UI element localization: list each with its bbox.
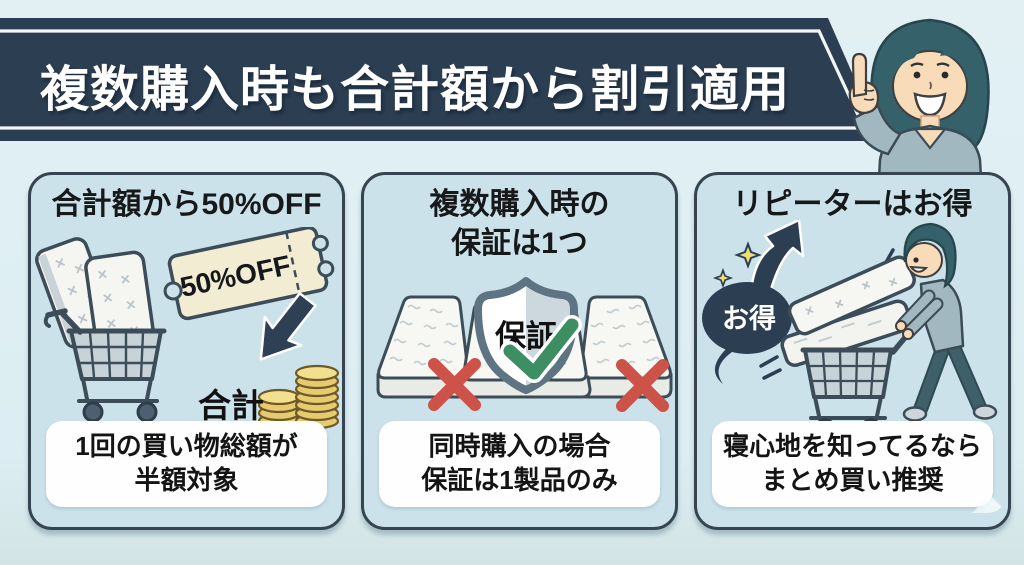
x-icon (428, 358, 481, 411)
panel-repeater: リピーターはお得 お得 (694, 172, 1011, 530)
shopper-illustration (895, 222, 998, 422)
panel2-header: 複数購入時の 保証は1つ (429, 188, 610, 260)
raised-arm (848, 52, 902, 156)
face (892, 34, 969, 122)
coupon-icon: 50%OFF (163, 227, 335, 321)
panel-warranty: 複数購入時の 保証は1つ (361, 172, 678, 530)
panel2-caption: 同時購入の場合 保証は1製品のみ (379, 421, 660, 507)
panel1-header: 合計額から50%OFF (51, 188, 322, 221)
panel2-art: 保証 (364, 277, 675, 412)
banner-shape (0, 18, 882, 141)
mattress-icon (579, 297, 671, 397)
cart-icon (35, 237, 167, 423)
panel3-header: リピーターはお得 (732, 188, 973, 221)
sparkle-icon (734, 241, 762, 269)
page-title: 複数購入時も合計額から割引適用 (40, 63, 791, 117)
panel-total-discount: 合計額から50%OFF (28, 172, 345, 530)
panel3-art: お得 (702, 220, 998, 438)
arrow-down-icon (259, 292, 317, 361)
panel1-art: 50%OFF (35, 227, 340, 430)
coins-icon (257, 364, 340, 430)
sparkle-icon (712, 267, 734, 289)
total-label: 合計 (198, 387, 264, 424)
arrow-up-icon (749, 220, 805, 298)
check-icon (500, 315, 582, 383)
bubble-label: お得 (722, 304, 776, 334)
x-icon (616, 359, 669, 412)
panel-row: 合計額から50%OFF (28, 172, 1011, 530)
panel3-caption: 寝心地を知ってるなら まとめ買い推奨 (712, 421, 993, 507)
otoku-bubble: お得 (702, 282, 792, 384)
panel1-caption: 1回の買い物総額が 半額対象 (46, 421, 327, 507)
presenter-illustration (848, 18, 990, 196)
